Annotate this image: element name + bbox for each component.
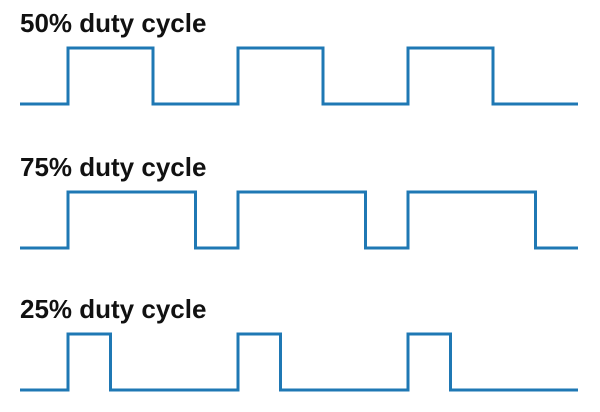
waveform-panel-50: 50% duty cycle	[0, 8, 600, 118]
square-wave-75	[20, 190, 578, 250]
square-wave-line-25	[20, 332, 578, 392]
waveform-label-50: 50% duty cycle	[20, 8, 207, 38]
waveform-label-25: 25% duty cycle	[20, 294, 207, 324]
square-wave-line-50	[20, 46, 578, 106]
square-wave-line-75	[20, 190, 578, 250]
waveform-panel-25: 25% duty cycle	[0, 294, 600, 404]
square-wave-25	[20, 332, 578, 392]
waveform-panel-75: 75% duty cycle	[0, 152, 600, 262]
waveform-label-75: 75% duty cycle	[20, 152, 207, 182]
square-wave-50	[20, 46, 578, 106]
